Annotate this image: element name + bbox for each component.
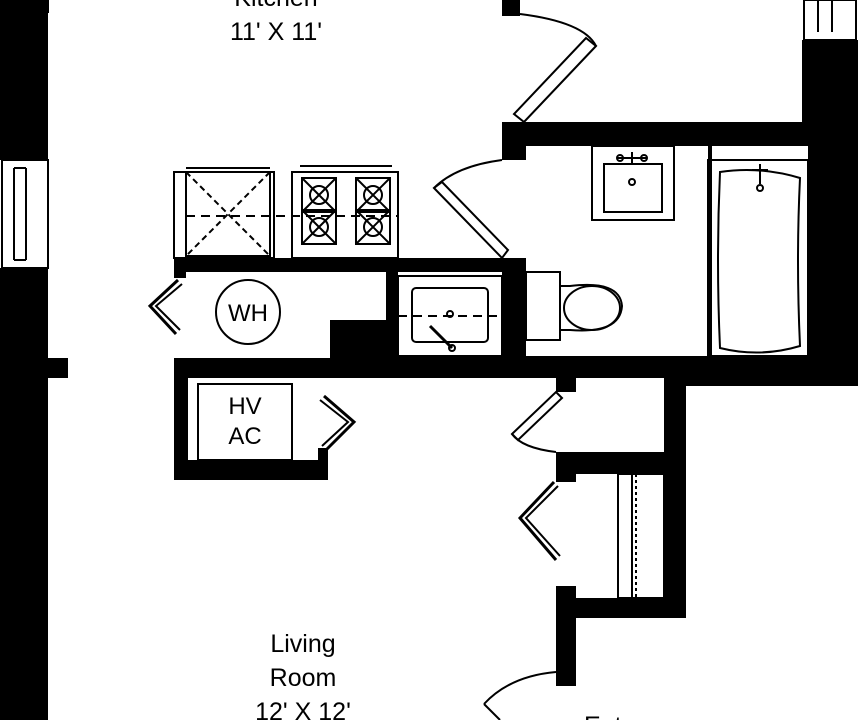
kitchen-sink: [397, 275, 503, 357]
right-hall-wall: [664, 378, 686, 618]
window-left: [1, 159, 49, 269]
bathroom-door[interactable]: [432, 159, 510, 260]
water-heater-closet-door[interactable]: [147, 278, 183, 336]
kitchen-appliances: [173, 165, 503, 357]
kitchen-name: Kitchen: [234, 0, 317, 12]
hall-closet-mid-wall: [556, 452, 686, 474]
range-stove: [291, 165, 399, 259]
entry-door[interactable]: [483, 671, 557, 720]
hvac-label-line1: HV: [228, 393, 261, 420]
doors: [147, 13, 598, 720]
hall-closet-mid-stub: [556, 452, 576, 482]
hvac-bottom-wall: [174, 460, 326, 480]
room-labels: Kitchen 11' X 11' Living Room 12' X 12' …: [230, 0, 643, 720]
entry-left-wall: [556, 586, 576, 686]
kitchen-door[interactable]: [512, 13, 598, 124]
hvac-left-wall: [174, 358, 188, 480]
window-left-top: [1, 0, 49, 13]
living-room-name-line1: Living: [270, 630, 335, 658]
hvac-door-stub: [318, 448, 328, 480]
hall-closet-shelving: [617, 473, 665, 599]
hall-closet-door-upper[interactable]: [510, 390, 564, 453]
window-right-top: [803, 0, 857, 41]
hall-closet-stub-top: [556, 378, 576, 392]
left-exterior-wall-bottom: [0, 268, 48, 720]
utility-left-wall: [174, 258, 186, 278]
hvac-unit: HV AC: [197, 383, 293, 461]
bathroom-bottom-wall: [386, 356, 858, 378]
right-corner-block: [686, 378, 858, 386]
bathroom-fixtures: [525, 145, 809, 357]
left-wall-stub: [48, 358, 68, 378]
toilet: [525, 271, 624, 341]
utility-right-wall: [386, 272, 398, 378]
bathroom-top-wall: [502, 122, 858, 146]
living-room-name-line2: Room: [270, 664, 337, 692]
water-heater: WH: [215, 279, 281, 345]
bathtub: [707, 159, 809, 357]
hvac-closet-door[interactable]: [319, 394, 357, 452]
kitchen-top-wall-stub: [502, 0, 520, 16]
right-exterior-wall: [808, 140, 858, 380]
left-exterior-wall-top: [0, 0, 48, 160]
hvac-label-line2: AC: [228, 423, 261, 450]
hall-closet-bottom-wall: [556, 598, 686, 618]
windows: [1, 0, 857, 269]
entry-name: Entry: [584, 712, 643, 720]
refrigerator: [173, 167, 275, 259]
living-room-dimensions: 12' X 12': [255, 698, 351, 720]
kitchen-dimensions: 11' X 11': [230, 18, 322, 46]
utility-mid-wall: [174, 358, 386, 378]
bathroom-right-wall: [708, 146, 712, 360]
bathroom-left-wall-top: [502, 122, 526, 160]
hall-closet-door-lower[interactable]: [517, 480, 561, 561]
water-heater-label: WH: [228, 300, 268, 327]
counter-top-wall: [174, 258, 502, 272]
bathroom-vanity: [591, 145, 675, 221]
